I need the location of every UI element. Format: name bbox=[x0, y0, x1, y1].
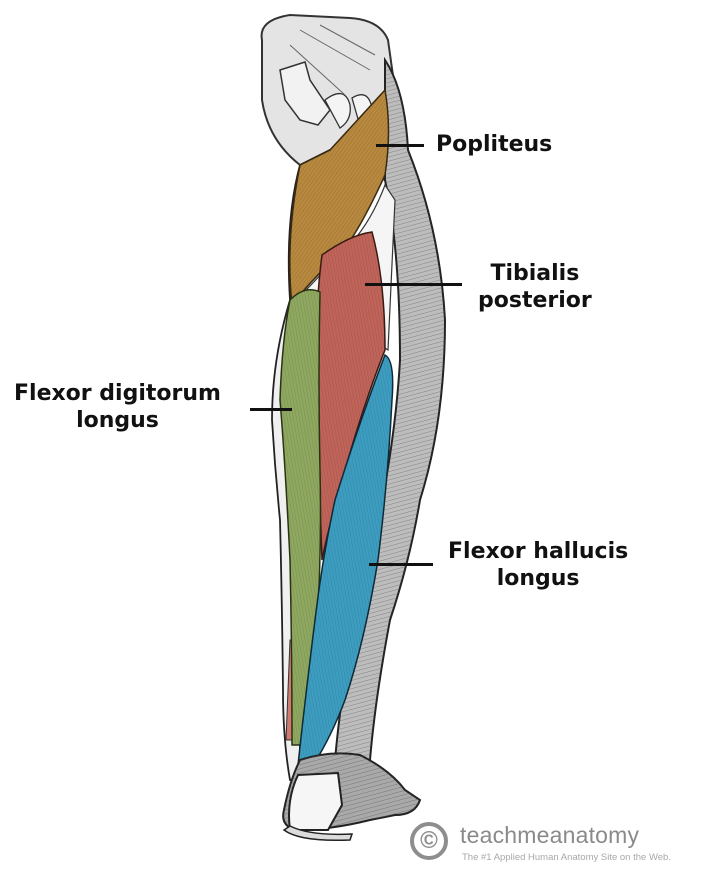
label-flexor-digitorum-longus-line-2: longus bbox=[76, 408, 159, 433]
label-tibialis-posterior: Tibialis posterior bbox=[478, 260, 592, 314]
flexor-digitorum-longus-leader-line bbox=[250, 408, 292, 411]
label-flexor-hallucis-longus: Flexor hallucis longus bbox=[448, 538, 628, 592]
copyright-icon: © bbox=[410, 822, 448, 860]
popliteus-leader-line bbox=[376, 144, 424, 147]
lateral-tissue bbox=[333, 56, 447, 761]
label-flexor-digitorum-longus-line-1: Flexor digitorum bbox=[14, 381, 221, 406]
label-tibialis-posterior-line-1: Tibialis bbox=[490, 261, 580, 286]
label-flexor-digitorum-longus: Flexor digitorum longus bbox=[14, 380, 221, 434]
heel-bone bbox=[282, 752, 422, 842]
flexor-hallucis-longus-leader-line bbox=[369, 563, 433, 566]
watermark: © teachmeanatomy The #1 Applied Human An… bbox=[410, 822, 700, 868]
label-popliteus: Popliteus bbox=[436, 131, 552, 158]
label-flexor-hallucis-longus-line-1: Flexor hallucis bbox=[448, 539, 629, 564]
watermark-brand: teachmeanatomy bbox=[460, 822, 640, 848]
watermark-tagline: The #1 Applied Human Anatomy Site on the… bbox=[462, 852, 671, 863]
label-popliteus-line-1: Popliteus bbox=[436, 132, 553, 157]
tibialis-posterior-leader-line bbox=[365, 283, 462, 286]
label-tibialis-posterior-line-2: posterior bbox=[478, 288, 592, 313]
label-flexor-hallucis-longus-line-2: longus bbox=[496, 566, 580, 591]
